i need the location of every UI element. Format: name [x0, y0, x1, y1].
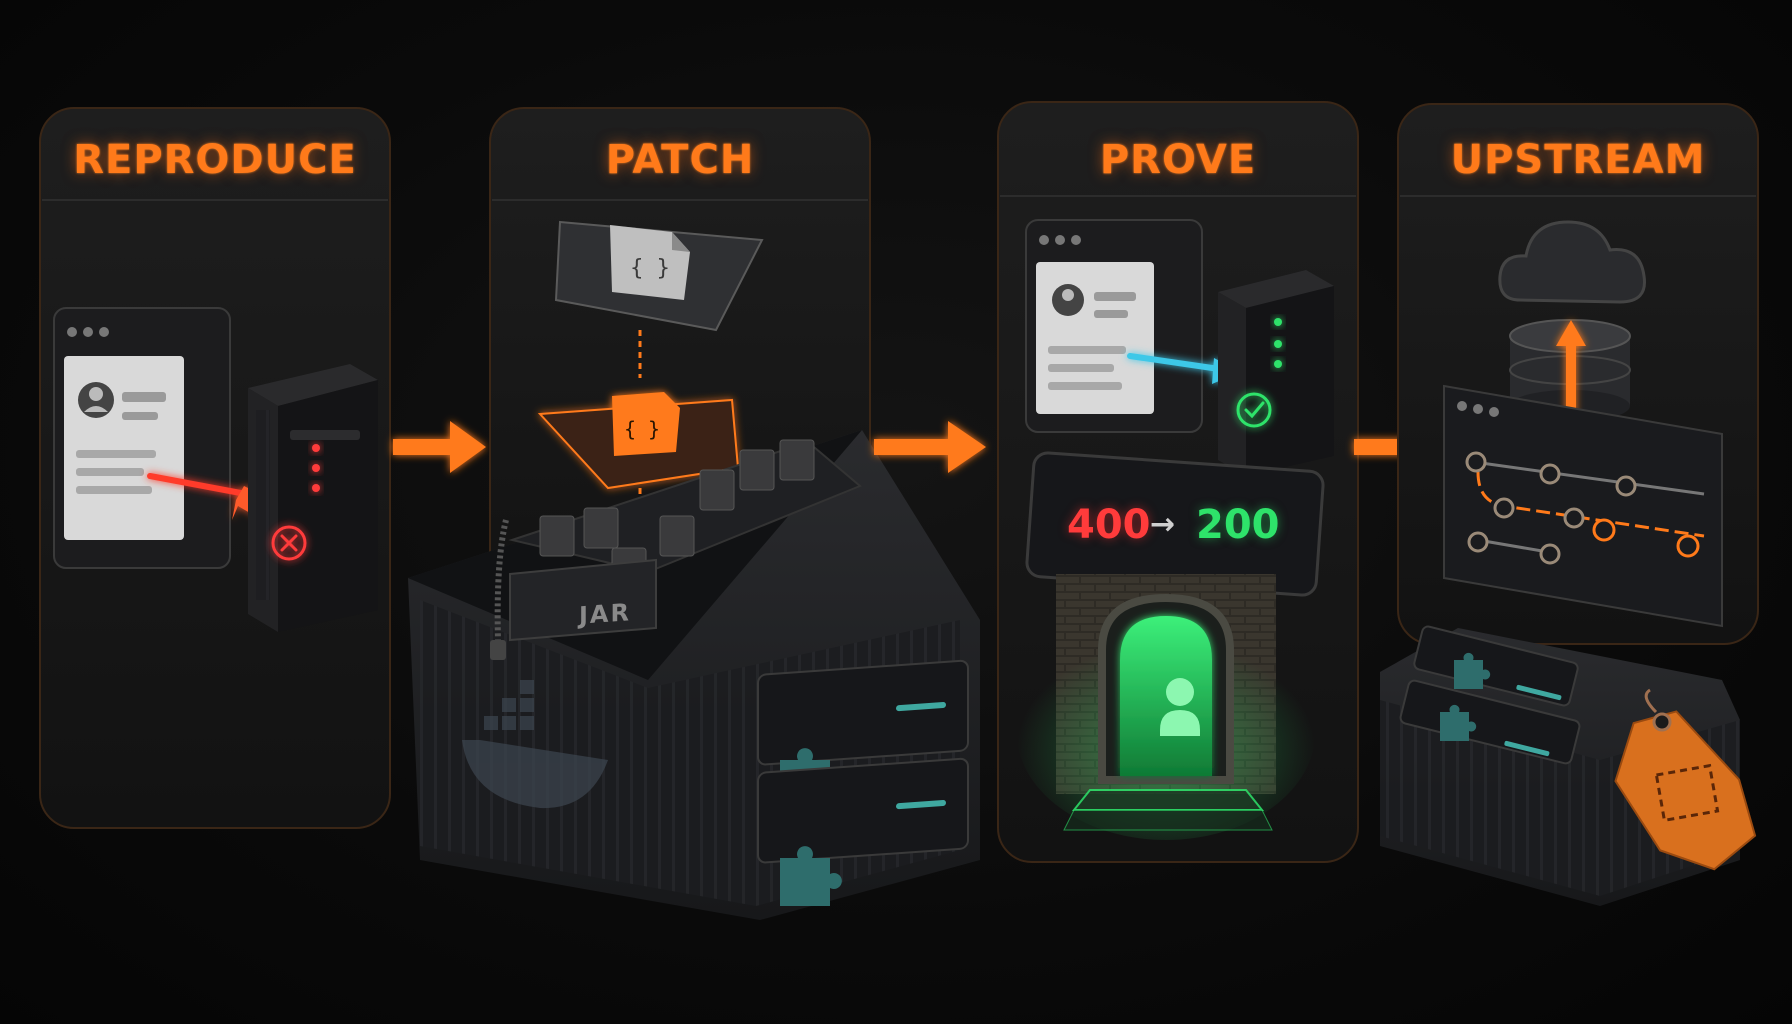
panel-patch: { } { } [408, 107, 980, 920]
svg-text:{ }: { } [624, 417, 660, 441]
puzzle-icon [1454, 652, 1491, 689]
check-icon [1236, 392, 1272, 428]
server-icon [248, 364, 378, 632]
stage-title-reproduce: REPRODUCE [73, 137, 357, 183]
status-code-before: 400 [1067, 502, 1151, 548]
module-drawer-2 [757, 757, 969, 864]
puzzle-icon [1440, 704, 1477, 741]
docker-whale-icon [462, 680, 608, 809]
status-arrow: → [1150, 507, 1176, 542]
panel-reproduce [39, 107, 391, 829]
git-graph-icon [1443, 384, 1723, 628]
patched-file-card: { } [537, 392, 740, 490]
status-code-after: 200 [1196, 502, 1280, 548]
stage-title-prove: PROVE [1099, 137, 1257, 183]
panel-upstream [1380, 103, 1759, 906]
module-drawer-1 [757, 659, 969, 766]
push-arrow [1556, 320, 1586, 414]
server-icon [1218, 270, 1334, 476]
stage-title-upstream: UPSTREAM [1450, 137, 1706, 183]
browser-window-icon [1025, 219, 1203, 433]
flow-arrow-1 [393, 421, 486, 473]
code-file-icon: { } [554, 220, 764, 332]
tag-icon [1614, 688, 1757, 871]
cloud-icon [1498, 220, 1646, 304]
svg-text:{ }: { } [630, 256, 670, 281]
panel-prove [997, 101, 1359, 863]
puzzle-icon [780, 846, 842, 906]
browser-window-icon [53, 307, 231, 569]
release-container [1380, 625, 1740, 906]
stage-title-patch: PATCH [605, 137, 755, 183]
error-x-icon [271, 525, 307, 561]
door-icon [1016, 574, 1316, 840]
flow-arrow-2 [874, 421, 986, 473]
